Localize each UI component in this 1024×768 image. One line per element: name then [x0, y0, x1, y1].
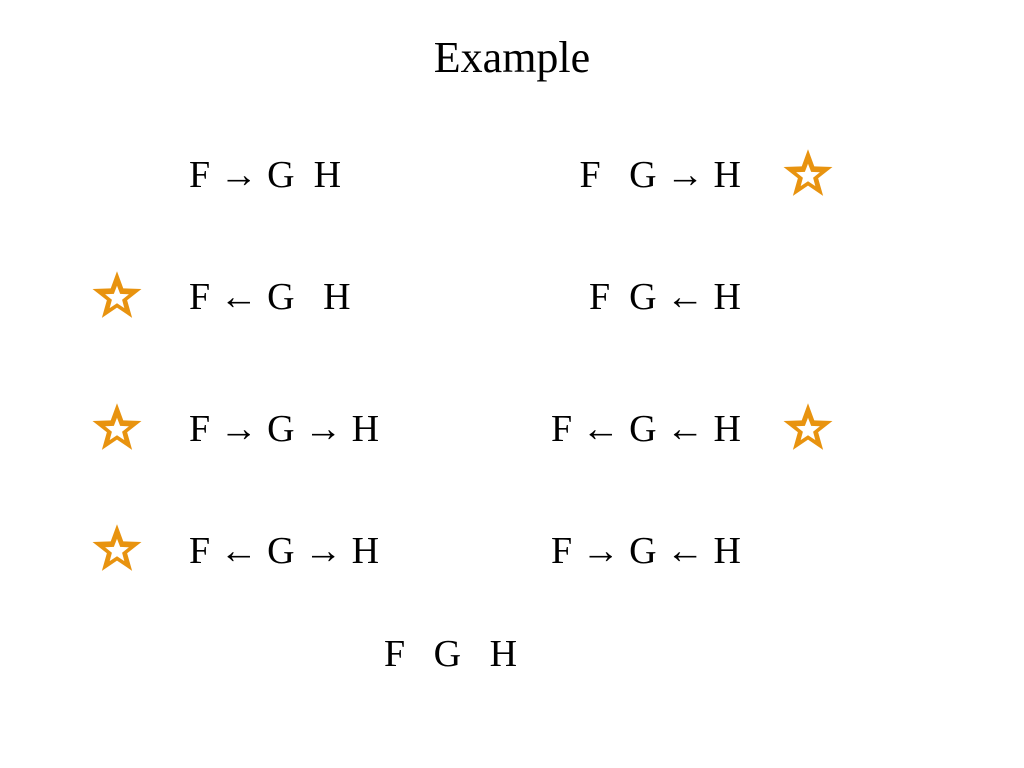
bottom-expression: F G H	[384, 633, 518, 675]
row-1-left-expression: F → G H	[189, 154, 342, 196]
row-3-right-expression: F ← G ← H	[550, 408, 741, 450]
star-icon	[89, 401, 145, 457]
row-2-right-expression: F G ← H	[588, 276, 741, 318]
star-icon	[89, 522, 145, 578]
slide-title: Example	[433, 33, 591, 82]
star-icon	[89, 269, 145, 325]
row-2-left-expression: F ← G H	[189, 276, 351, 318]
row-3-left-expression: F → G → H	[189, 408, 380, 450]
star-icon	[780, 147, 836, 203]
row-4-right-expression: F → G ← H	[550, 530, 741, 572]
star-icon	[780, 401, 836, 457]
row-1-right-expression: F G → H	[579, 154, 741, 196]
row-4-left-expression: F ← G → H	[189, 530, 380, 572]
